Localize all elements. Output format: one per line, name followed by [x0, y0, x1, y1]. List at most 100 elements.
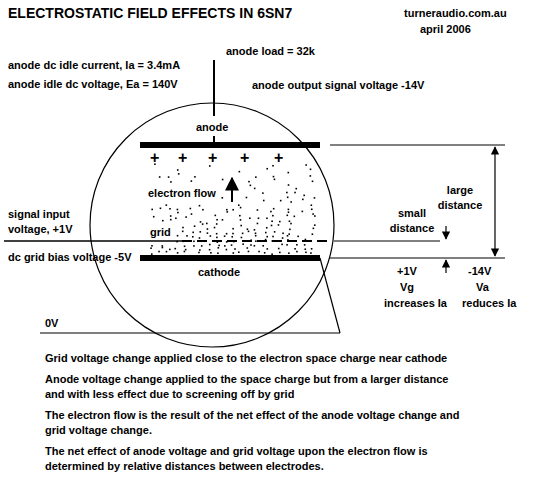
electron-dot [184, 251, 186, 253]
electron-dot [288, 184, 290, 186]
electron-dot [294, 240, 296, 242]
electron-dot [255, 232, 257, 234]
electron-dot [201, 245, 203, 247]
electron-dot [210, 235, 212, 237]
electron-dot [279, 252, 281, 254]
charge-sign: + [208, 150, 217, 166]
electron-dot [258, 217, 260, 219]
electron-dot [193, 245, 195, 247]
electron-dot [232, 233, 234, 235]
electron-dot [183, 241, 185, 243]
electron-dot [279, 221, 281, 223]
electron-dot [182, 231, 184, 233]
electron-dot [294, 192, 296, 194]
anode-reference-line [330, 145, 505, 146]
electron-dot [263, 200, 265, 202]
electron-dot [214, 215, 216, 217]
site-name: turneraudio.com.au [404, 6, 507, 21]
electron-dot [231, 244, 233, 246]
electron-dot [303, 195, 305, 197]
electron-dot [304, 248, 306, 250]
electron-dot [226, 249, 228, 251]
electron-cloud [150, 163, 315, 255]
electron-dot [226, 209, 228, 211]
electron-dot [250, 244, 252, 246]
electron-dot [266, 236, 268, 238]
electron-dot [190, 208, 192, 210]
electron-dot [270, 211, 272, 213]
charge-sign: + [240, 150, 249, 166]
output-note: anode output signal voltage -14V [252, 78, 424, 93]
electron-dot [310, 175, 312, 177]
electron-dot [222, 179, 224, 181]
electron-dot [312, 181, 314, 183]
anode-plate [140, 142, 320, 148]
bias-note: dc grid bias voltage -5V [8, 250, 131, 265]
electron-dot [254, 229, 256, 231]
electron-dot [310, 252, 312, 254]
electron-dot [250, 239, 252, 241]
electron-dot [177, 169, 179, 171]
electron-dot [265, 232, 267, 234]
electron-dot [232, 228, 234, 230]
electron-dot [288, 233, 290, 235]
input-note: signal input voltage, +1V [8, 207, 103, 237]
electron-dot [288, 211, 290, 213]
grid-wire [182, 240, 330, 242]
electron-dot [314, 224, 316, 226]
electron-dot [254, 188, 256, 190]
electron-dot [238, 251, 240, 253]
electron-dot [199, 205, 201, 207]
electrode-name: anode [196, 120, 228, 135]
explanation-note: The electron flow is the result of the n… [45, 408, 475, 438]
electron-dot [177, 252, 179, 254]
electron-dot [159, 176, 161, 178]
electron-dot [296, 251, 298, 253]
electron-dot [218, 247, 220, 249]
electron-dot [177, 212, 179, 214]
electron-dot [185, 249, 187, 251]
electron-dot [170, 215, 172, 217]
electron-dot [296, 244, 298, 246]
electron-dot [233, 252, 235, 254]
electron-dot [278, 224, 280, 226]
electron-dot [153, 216, 155, 218]
electron-dot [265, 239, 267, 241]
explanation-note: Anode voltage change applied to the spac… [45, 372, 465, 402]
electron-dot [224, 245, 226, 247]
electron-dot [226, 211, 228, 213]
electron-dot [273, 176, 275, 178]
electron-dot [286, 244, 288, 246]
electron-dot [160, 207, 162, 209]
electron-dot [239, 215, 241, 217]
electron-dot [210, 252, 212, 254]
flow-label: electron flow [148, 186, 216, 201]
electron-dot [266, 248, 268, 250]
electron-dot [294, 248, 296, 250]
electron-dot [185, 216, 187, 218]
electron-dot [249, 217, 251, 219]
electron-dot [218, 245, 220, 247]
electron-dot [295, 188, 297, 190]
electron-dot [257, 209, 259, 211]
electron-dot [282, 233, 284, 235]
electron-dot [247, 228, 249, 230]
electron-dot [248, 181, 250, 183]
electron-dot [255, 176, 257, 178]
electron-dot [226, 241, 228, 243]
electron-dot [231, 236, 233, 238]
effect-note: increases Ia [384, 296, 447, 311]
electron-dot [266, 217, 268, 219]
explanation-note: The net effect of anode voltage and grid… [45, 444, 475, 474]
electron-dot [177, 209, 179, 211]
signal-name: Va [476, 280, 489, 295]
electron-dot [175, 217, 177, 219]
electron-dot [174, 248, 176, 250]
ground-label: 0V [45, 316, 58, 331]
electron-dot [302, 211, 304, 213]
electron-dot [278, 248, 280, 250]
electron-dot [240, 219, 242, 221]
electron-dot [162, 247, 164, 249]
electron-dot [240, 225, 242, 227]
electron-dot [169, 249, 171, 251]
